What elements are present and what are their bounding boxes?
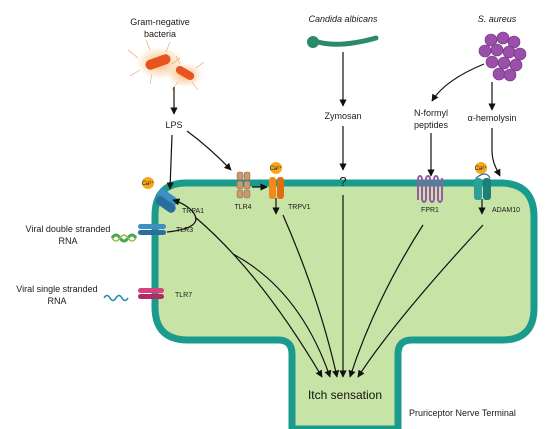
tlr4-receptor-icon bbox=[236, 171, 251, 199]
adam10-label: ADAM10 bbox=[492, 207, 520, 214]
ds-rna-icon bbox=[110, 233, 138, 243]
staph-cluster-icon bbox=[478, 31, 527, 82]
arrow-hemolysin-to-adam10 bbox=[491, 128, 501, 177]
ss-rna-icon bbox=[103, 294, 129, 302]
lps-label: LPS bbox=[165, 120, 182, 130]
s-aureus-label: S. aureus bbox=[478, 14, 517, 24]
svg-text:Ca²⁺: Ca²⁺ bbox=[475, 165, 488, 172]
svg-text:Ca²⁺: Ca²⁺ bbox=[142, 180, 155, 187]
arrow-lps-to-trpa1 bbox=[166, 134, 174, 190]
terminal-label: Pruriceptor Nerve Terminal bbox=[409, 408, 516, 418]
calcium-ion-adam10: Ca²⁺ bbox=[475, 162, 488, 174]
hemolysin-label: α-hemolysin bbox=[468, 113, 517, 123]
arrow-tlr3-to-trpa1 bbox=[166, 198, 197, 233]
tlr3-label: TLR3 bbox=[176, 227, 193, 234]
svg-text:Ca²⁺: Ca²⁺ bbox=[270, 165, 283, 172]
trpv1-label: TRPV1 bbox=[288, 204, 311, 211]
arrow-fpr1-to-itch bbox=[348, 224, 424, 378]
tlr3-receptor-icon bbox=[138, 224, 166, 235]
fpr1-receptor-icon bbox=[417, 175, 443, 203]
ds-rna-strand2 bbox=[111, 234, 137, 242]
tlr7-receptor-icon bbox=[138, 288, 164, 299]
unknown-receptor-mark: ? bbox=[339, 174, 346, 189]
calcium-ion-trpa1: Ca²⁺ bbox=[142, 177, 155, 189]
adam10-channel-icon bbox=[474, 173, 491, 200]
tlr4-label: TLR4 bbox=[234, 204, 251, 211]
itch-sensation-label: Itch sensation bbox=[308, 388, 382, 402]
gram-negative-bacteria-icon bbox=[127, 39, 205, 91]
candida-label: Candida albicans bbox=[308, 14, 378, 24]
nerve-terminal-membrane bbox=[151, 179, 538, 429]
arrow-tlr3-to-itch bbox=[232, 253, 332, 378]
arrow-trpv1-to-itch bbox=[282, 214, 340, 378]
trpv1-channel-icon bbox=[269, 177, 284, 199]
zymosan-label: Zymosan bbox=[324, 111, 361, 121]
fpr1-label: FPR1 bbox=[421, 207, 439, 214]
calcium-ion-trpv1: Ca²⁺ bbox=[270, 162, 283, 174]
arrow-trpa1-to-itch bbox=[194, 216, 323, 378]
candida-hypha-icon bbox=[307, 35, 379, 48]
tlr7-label: TLR7 bbox=[175, 292, 192, 299]
arrow-adam10-to-itch bbox=[357, 224, 484, 378]
arrow-staph-to-nformyl bbox=[431, 63, 485, 102]
arrow-lps-to-tlr4 bbox=[186, 130, 232, 171]
